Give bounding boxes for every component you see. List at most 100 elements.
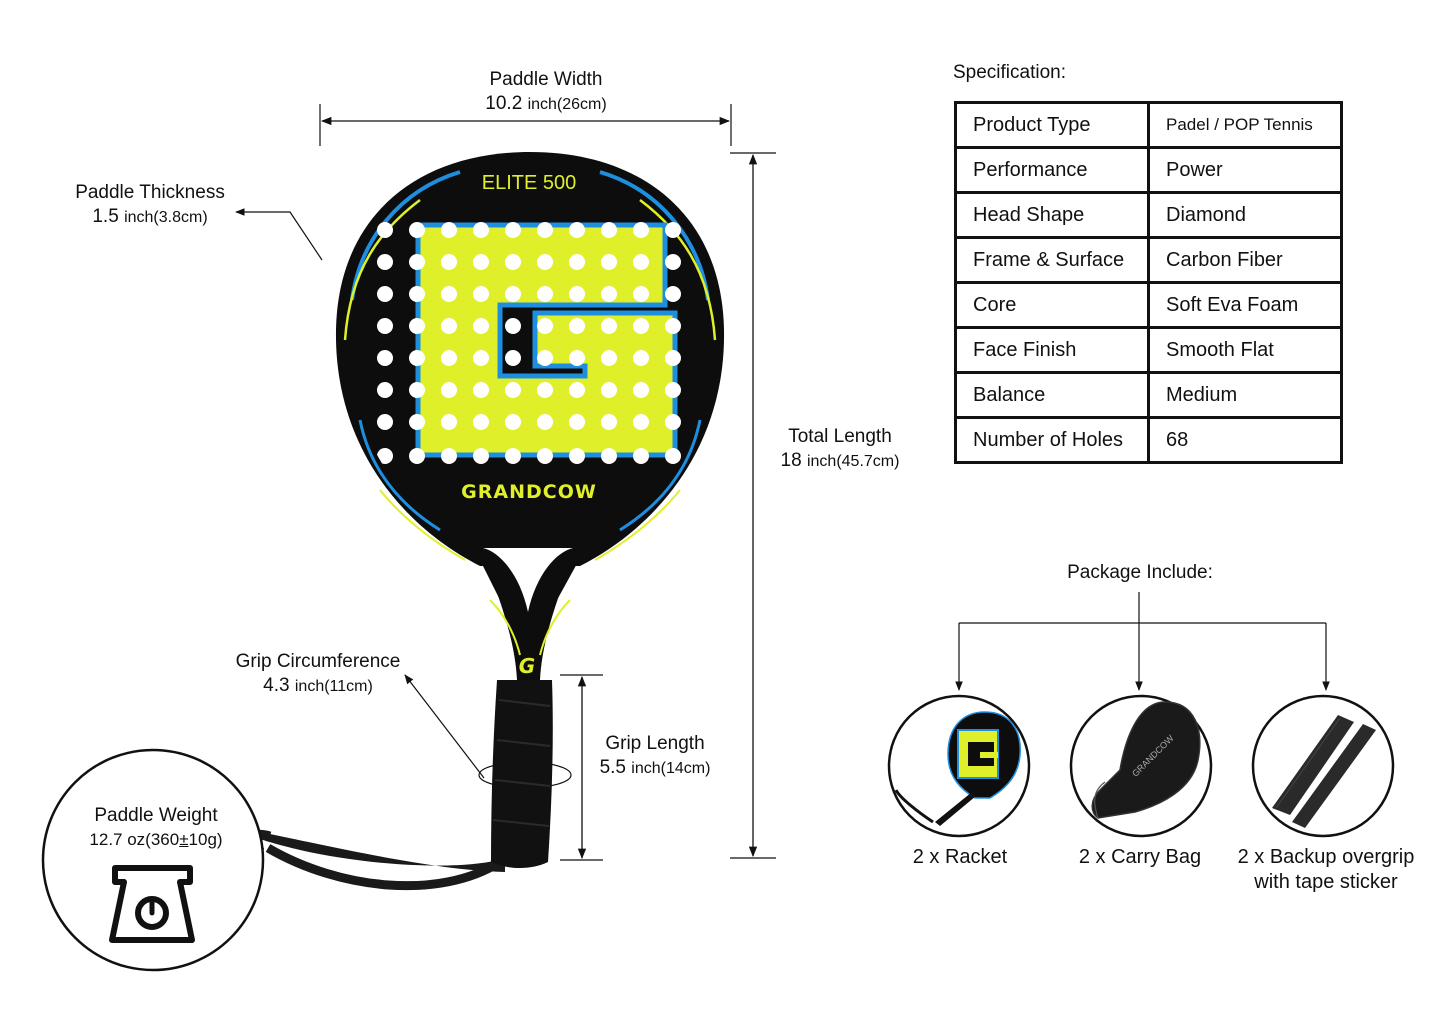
paddle-hole — [537, 254, 553, 270]
thickness-pointer — [235, 208, 323, 261]
width-title: Paddle Width — [489, 69, 603, 90]
paddle-hole — [537, 382, 553, 398]
paddle-hole — [409, 318, 425, 334]
racket-thumbnail — [894, 711, 1021, 826]
paddle-hole — [537, 448, 553, 464]
paddle-hole — [441, 414, 457, 430]
spec-key: Performance — [954, 146, 1150, 194]
thickness-unit: inch(3.8cm) — [124, 209, 208, 226]
paddle-hole — [665, 350, 681, 366]
paddle-hole — [569, 414, 585, 430]
paddle-hole — [537, 222, 553, 238]
paddle-hole — [633, 448, 649, 464]
spec-key: Face Finish — [954, 326, 1150, 374]
paddle-hole — [377, 382, 393, 398]
weight-label: Paddle Weight 12.7 oz(360±10g) — [58, 804, 254, 852]
spec-value: Power — [1147, 146, 1343, 194]
paddle-hole — [473, 350, 489, 366]
paddle-hole — [665, 318, 681, 334]
paddle-hole — [409, 414, 425, 430]
paddle-hole — [377, 448, 393, 464]
paddle-hole — [569, 448, 585, 464]
paddle-hole — [409, 448, 425, 464]
package-item-overgrip-label: 2 x Backup overgrip with tape sticker — [1218, 845, 1434, 895]
paddle-hole — [441, 286, 457, 302]
paddle-hole — [601, 382, 617, 398]
paddle-hole — [569, 318, 585, 334]
width-unit: inch(26cm) — [527, 96, 607, 113]
paddle-handle — [491, 680, 553, 868]
grip-length-unit: inch(14cm) — [631, 760, 711, 777]
paddle-hole — [409, 254, 425, 270]
paddle-hole — [409, 286, 425, 302]
paddle-hole — [633, 350, 649, 366]
paddle-hole — [409, 350, 425, 366]
paddle-hole — [377, 286, 393, 302]
paddle-hole — [569, 254, 585, 270]
wrist-strap — [243, 830, 505, 891]
paddle-hole — [569, 382, 585, 398]
paddle-hole — [473, 318, 489, 334]
weight-value: 12.7 oz(360 — [89, 830, 180, 849]
grip-length-title: Grip Length — [605, 733, 705, 754]
paddle-hole — [473, 222, 489, 238]
paddle-hole — [505, 382, 521, 398]
paddle-hole — [441, 350, 457, 366]
paddle-hole — [377, 350, 393, 366]
paddle-hole — [601, 222, 617, 238]
spec-key: Head Shape — [954, 191, 1150, 239]
paddle-hole — [665, 254, 681, 270]
paddle-hole — [633, 254, 649, 270]
weight-rest: 10g) — [188, 830, 223, 849]
paddle-hole — [665, 286, 681, 302]
paddle-hole — [633, 286, 649, 302]
weight-badge — [41, 748, 265, 972]
paddle-hole — [377, 318, 393, 334]
scale-icon — [109, 865, 195, 943]
paddle-head — [335, 152, 725, 680]
paddle-brand-text: GRANDCOW — [461, 481, 597, 503]
paddle-logo-letter: G — [519, 654, 535, 678]
spec-value: Carbon Fiber — [1147, 236, 1343, 284]
paddle-hole — [633, 414, 649, 430]
spec-value: Medium — [1147, 371, 1343, 419]
width-value: 10.2 — [485, 93, 523, 114]
overgrip-thumbnail — [1272, 715, 1376, 828]
paddle-hole — [441, 382, 457, 398]
package-tree-lines — [955, 592, 1330, 691]
carry-bag-thumbnail — [1091, 701, 1201, 819]
grip-length-label: Grip Length 5.5 inch(14cm) — [580, 732, 730, 781]
paddle-hole — [505, 254, 521, 270]
paddle-hole — [601, 318, 617, 334]
spec-key: Number of Holes — [954, 416, 1150, 464]
grip-circumference-unit: inch(11cm) — [294, 678, 373, 695]
paddle-hole — [665, 382, 681, 398]
paddle-holes — [377, 222, 681, 464]
paddle-hole — [601, 414, 617, 430]
grip-circumference-title: Grip Circumference — [235, 651, 401, 672]
paddle-hole — [569, 286, 585, 302]
spec-value: Diamond — [1147, 191, 1343, 239]
grip-circumference-value: 4.3 — [263, 675, 290, 696]
paddle-hole — [505, 286, 521, 302]
width-label: Paddle Width 10.2 inch(26cm) — [430, 68, 662, 117]
paddle-hole — [665, 414, 681, 430]
paddle-hole — [441, 254, 457, 270]
paddle-hole — [473, 254, 489, 270]
spec-key: Frame & Surface — [954, 236, 1150, 284]
paddle-hole — [601, 350, 617, 366]
overgrip-label-line2: with tape sticker — [1254, 871, 1398, 893]
paddle-hole — [505, 414, 521, 430]
package-item-bag-label: 2 x Carry Bag — [1078, 846, 1202, 868]
spec-key: Core — [954, 281, 1150, 329]
grip-length-value: 5.5 — [599, 757, 626, 778]
paddle-hole — [633, 222, 649, 238]
paddle-hole — [505, 350, 521, 366]
paddle-hole — [537, 414, 553, 430]
package-item-racket-label: 2 x Racket — [912, 846, 1008, 868]
